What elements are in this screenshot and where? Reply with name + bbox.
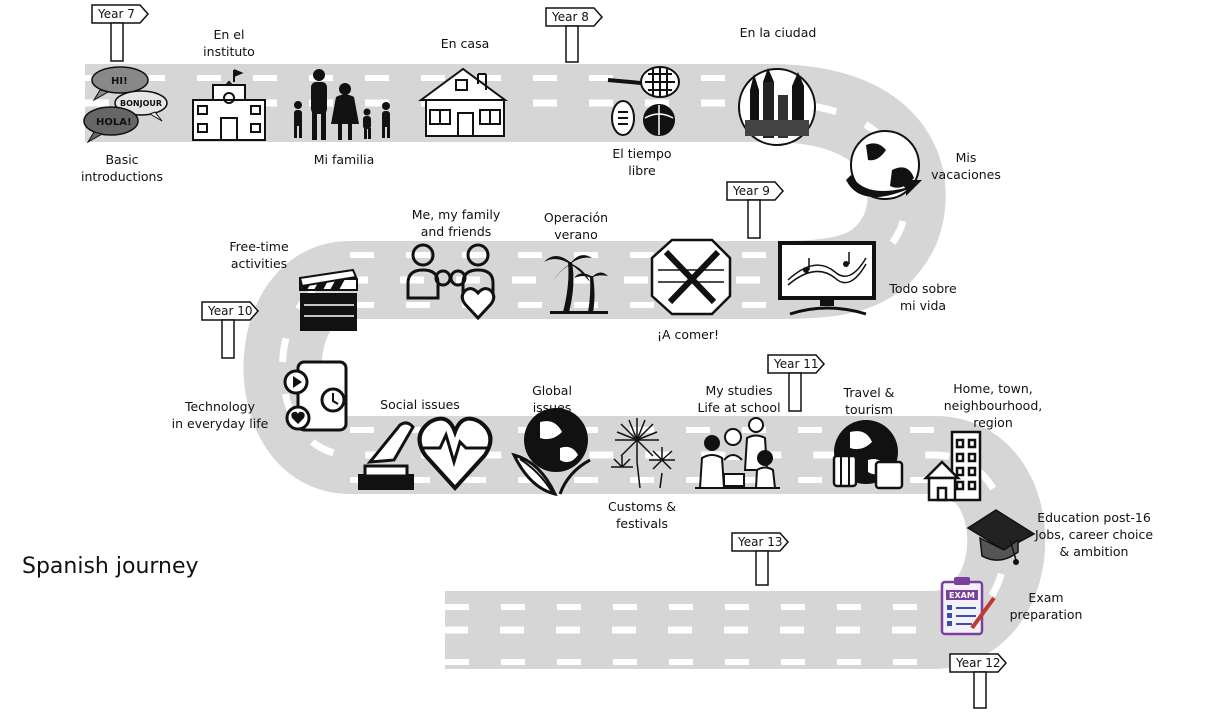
exam-clipboard-icon: EXAM bbox=[940, 577, 996, 636]
topic-my-studies-life-at-school: My studies Life at school bbox=[686, 382, 792, 416]
topic-en-casa: En casa bbox=[420, 35, 510, 52]
speech-bubbles-icon: HI! BONJOUR HOLA! bbox=[83, 66, 168, 144]
bubble-hi: HI! bbox=[111, 76, 128, 87]
palm-tree-icon bbox=[544, 255, 608, 314]
year-sign-11: Year 11 bbox=[767, 354, 826, 412]
topic-todo-sobre-mi-vida: Todo sobre mi vida bbox=[878, 280, 968, 314]
monitor-music-icon bbox=[778, 241, 876, 316]
topic-label: Education post-16 Jobs, career choice & … bbox=[1034, 510, 1154, 559]
clapperboard-icon bbox=[298, 268, 358, 331]
topic-education-post16: Education post-16 Jobs, career choice & … bbox=[1024, 509, 1164, 560]
exam-icon-label: EXAM bbox=[949, 591, 975, 600]
topic-label: El tiempo libre bbox=[612, 146, 672, 178]
globe-arrow-icon bbox=[846, 130, 922, 200]
topic-en-el-instituto: En el instituto bbox=[190, 26, 268, 60]
globe-leaf-icon bbox=[511, 408, 591, 497]
cutlery-icon bbox=[650, 238, 732, 316]
topic-operacion-verano: Operación verano bbox=[530, 209, 622, 243]
topic-label: Mi familia bbox=[313, 152, 375, 167]
topic-global-issues: Global issues bbox=[516, 382, 588, 416]
topic-mis-vacaciones: Mis vacaciones bbox=[928, 149, 1004, 183]
topic-technology-in-everyday-life: Technology in everyday life bbox=[162, 398, 278, 432]
year-sign-10: Year 10 bbox=[201, 301, 260, 359]
sports-icon bbox=[607, 66, 680, 136]
bubble-hola: HOLA! bbox=[96, 117, 132, 128]
topic-label: Home, town, neighbourhood, region bbox=[943, 381, 1043, 430]
family-heart-icon bbox=[406, 243, 496, 321]
topic-basic-introductions: Basic introductions bbox=[70, 151, 174, 185]
year-sign-label: Year 13 bbox=[737, 535, 783, 549]
tech-phone-icon bbox=[283, 360, 348, 432]
topic-label: Basic introductions bbox=[81, 152, 163, 184]
topic-en-la-ciudad: En la ciudad bbox=[726, 24, 830, 41]
year-sign-13: Year 13 bbox=[731, 532, 790, 586]
topic-label: Operación verano bbox=[543, 210, 609, 242]
bubble-bonjour: BONJOUR bbox=[120, 99, 162, 108]
year-sign-label: Year 10 bbox=[207, 304, 253, 318]
topic-free-time-activities: Free-time activities bbox=[210, 238, 308, 272]
topic-exam-preparation: Exam preparation bbox=[1004, 589, 1088, 623]
topic-me-my-family-and-friends: Me, my family and friends bbox=[398, 206, 514, 240]
year-sign-label: Year 7 bbox=[97, 7, 135, 21]
topic-el-tiempo-libre: El tiempo libre bbox=[596, 145, 688, 179]
topic-label: Customs & festivals bbox=[607, 499, 677, 531]
topic-label: Social issues bbox=[380, 397, 460, 412]
topic-customs-festivals: Customs & festivals bbox=[596, 498, 688, 532]
topic-label: En el instituto bbox=[203, 27, 255, 59]
topic-a-comer: ¡A comer! bbox=[640, 326, 736, 343]
city-icon bbox=[738, 68, 816, 146]
topic-label: En casa bbox=[440, 36, 490, 51]
travel-globe-icon bbox=[832, 420, 904, 490]
topic-label: Global issues bbox=[532, 383, 572, 415]
topic-label: Travel & tourism bbox=[843, 385, 895, 417]
topic-home-town-neighbourhood-region: Home, town, neighbourhood, region bbox=[936, 380, 1050, 431]
topic-travel-tourism: Travel & tourism bbox=[830, 384, 908, 418]
topic-label: Todo sobre mi vida bbox=[889, 281, 957, 313]
topic-label: En la ciudad bbox=[739, 25, 817, 40]
fireworks-icon bbox=[611, 418, 675, 489]
topic-label: Free-time activities bbox=[229, 239, 289, 271]
topic-label: ¡A comer! bbox=[656, 327, 720, 342]
vote-heart-icon bbox=[358, 416, 493, 491]
year-sign-label: Year 8 bbox=[551, 10, 589, 24]
school-icon bbox=[192, 69, 266, 141]
page-title: Spanish journey bbox=[22, 554, 199, 579]
topic-social-issues: Social issues bbox=[370, 396, 470, 413]
year-sign-8: Year 8 bbox=[545, 7, 604, 63]
topic-label: Exam preparation bbox=[1009, 590, 1083, 622]
topic-label: Me, my family and friends bbox=[411, 207, 501, 239]
topic-label: Technology in everyday life bbox=[171, 399, 269, 431]
year-sign-label: Year 11 bbox=[773, 357, 819, 371]
year-sign-9: Year 9 bbox=[726, 181, 785, 239]
year-sign-12: Year 12 bbox=[949, 653, 1008, 709]
family-icon bbox=[294, 69, 390, 140]
year-sign-label: Year 9 bbox=[732, 184, 770, 198]
topic-mi-familia: Mi familia bbox=[294, 151, 394, 168]
house-icon bbox=[417, 67, 509, 137]
year-sign-label: Year 12 bbox=[955, 656, 1001, 670]
topic-label: Mis vacaciones bbox=[931, 150, 1001, 182]
graduation-cap-icon bbox=[966, 509, 1036, 565]
year-sign-7: Year 7 bbox=[91, 4, 150, 62]
students-icon bbox=[695, 417, 780, 489]
topic-label: My studies Life at school bbox=[697, 383, 781, 415]
buildings-icon bbox=[922, 430, 982, 502]
